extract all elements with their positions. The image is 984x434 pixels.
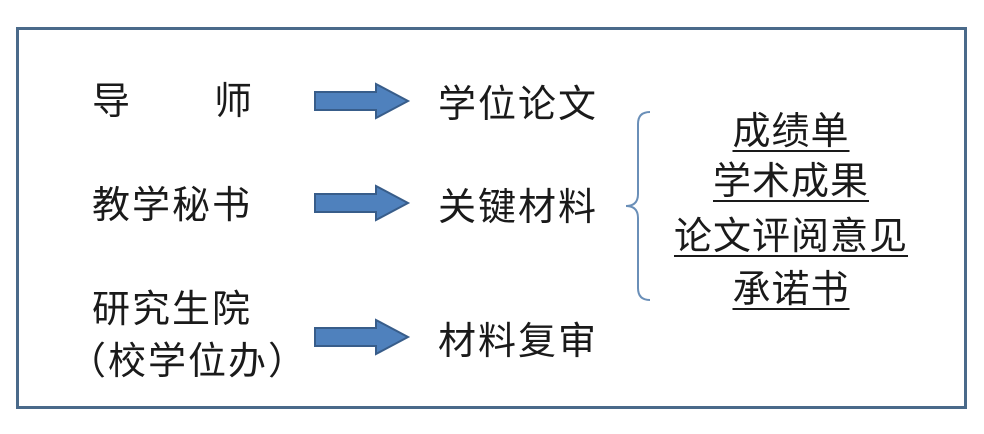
diagram-frame	[16, 27, 967, 409]
role-teaching-secretary: 教学秘书	[92, 183, 253, 227]
role-advisor: 导 师	[92, 82, 254, 120]
item-key-materials: 关键材料	[438, 185, 599, 229]
item-thesis: 学位论文	[438, 82, 599, 126]
role-graduate-school: 研究生院	[92, 287, 253, 331]
right-arrow-icon	[314, 318, 411, 356]
doc-commitment-letter: 承诺书	[732, 267, 850, 311]
right-arrow-icon	[314, 184, 411, 222]
doc-transcript: 成绩单	[732, 109, 850, 153]
left-brace-icon	[625, 111, 651, 301]
doc-review-opinions: 论文评阅意见	[673, 214, 909, 258]
role-advisor-char-1: 导	[92, 79, 133, 123]
right-arrow-icon	[314, 82, 411, 120]
doc-academic-achievements: 学术成果	[712, 159, 870, 203]
item-material-review: 材料复审	[438, 319, 599, 363]
role-advisor-char-2: 师	[213, 79, 254, 123]
role-graduate-school-office: （校学位办）	[68, 339, 309, 383]
